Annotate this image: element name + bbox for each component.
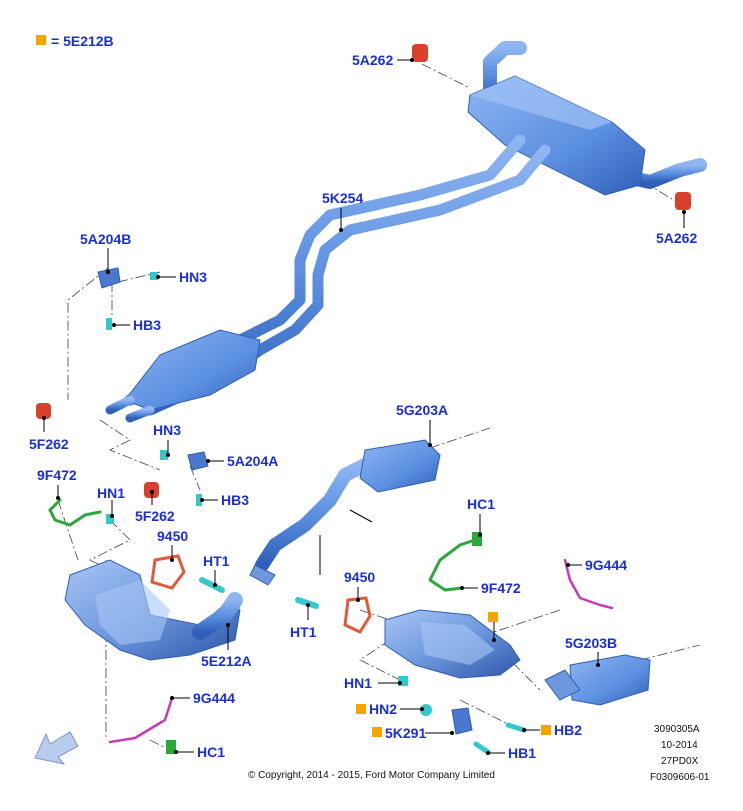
oxygen-sensor-icon (428, 538, 477, 592)
gasket-icon (343, 596, 372, 634)
legend-marker-icon (36, 35, 46, 45)
oxygen-sensor-icon (48, 498, 102, 527)
label-5G203A: 5G203A (396, 402, 448, 418)
bolt-icon (473, 741, 491, 755)
label-HB3-top: HB3 (133, 317, 161, 333)
label-5A204A: 5A204A (227, 453, 278, 469)
label-5K291: 5K291 (385, 725, 426, 741)
leader-lines (42, 58, 686, 755)
label-9450-left: 9450 (157, 528, 188, 544)
label-HC1-right: HC1 (467, 496, 495, 512)
oxygen-sensor-icon (108, 696, 174, 744)
gasket-icon (150, 554, 186, 590)
gaskets (150, 554, 372, 634)
label-9F472-left: 9F472 (37, 467, 77, 483)
rubber-hanger-icon (675, 192, 691, 210)
bolt-icon (106, 318, 112, 330)
clip-icon (166, 740, 176, 754)
illustration-code: 3090305A (654, 724, 700, 735)
label-HN1-top: HN1 (97, 485, 125, 501)
rubber-hanger-icon (36, 403, 51, 419)
legend-marker-icon (541, 725, 551, 735)
brackets (97, 267, 473, 735)
oxygen-sensor-icon (563, 558, 614, 610)
catalytic-converter-left (64, 559, 243, 661)
fasteners (106, 272, 527, 755)
bracket-icon (97, 267, 121, 289)
direction-arrow-icon (34, 731, 79, 765)
bolt-icon (196, 494, 202, 506)
legend-marker-icon (372, 727, 382, 737)
label-HC1-bottom: HC1 (197, 744, 225, 760)
legend-text: = 5E212B (51, 33, 114, 49)
illustration-ref: F0309606-01 (650, 772, 710, 783)
sensors (48, 498, 614, 744)
clip-icon (398, 676, 408, 686)
legend: = 5E212B (36, 33, 114, 49)
label-5E212A: 5E212A (201, 653, 252, 669)
label-9450-mid: 9450 (344, 569, 375, 585)
label-HB2: HB2 (554, 722, 582, 738)
label-9F472-right: 9F472 (481, 580, 521, 596)
clip-icon (150, 272, 158, 280)
front-pipe-5G203B (544, 654, 651, 706)
clip-icon (420, 704, 432, 716)
label-HB3-mid: HB3 (221, 492, 249, 508)
clip-icon (160, 450, 168, 460)
bolt-icon (505, 722, 527, 733)
label-HN1-bottom: HN1 (344, 675, 372, 691)
copyright-text: © Copyright, 2014 - 2015, Ford Motor Com… (248, 770, 495, 781)
catalytic-converter-right (384, 609, 521, 679)
rubber-hanger-icon (144, 482, 159, 498)
label-5G203B: 5G203B (565, 635, 617, 651)
callout-labels: 5A262 5A262 5K254 5A204B HN3 HB3 5F262 H… (29, 52, 697, 761)
label-5A262-right: 5A262 (656, 230, 697, 246)
label-HT1-mid: HT1 (290, 624, 317, 640)
rubber-hanger-icon (412, 44, 428, 62)
footer: © Copyright, 2014 - 2015, Ford Motor Com… (248, 724, 710, 783)
legend-markers (356, 612, 551, 737)
illustration-series: 27PD0X (661, 756, 699, 767)
clip-icon (472, 532, 482, 546)
label-5F262-mid: 5F262 (135, 508, 175, 524)
legend-marker-icon (488, 612, 498, 622)
bracket-icon (187, 451, 209, 471)
intermediate-pipe (105, 134, 551, 423)
label-5K254: 5K254 (322, 190, 363, 206)
legend-marker-icon (356, 704, 366, 714)
label-5A204B: 5A204B (80, 231, 131, 247)
bolt-icon (295, 597, 319, 609)
label-9G444-bottom: 9G444 (193, 690, 235, 706)
label-HB1: HB1 (508, 745, 536, 761)
clip-icon (106, 514, 114, 524)
label-9G444-right: 9G444 (585, 557, 627, 573)
label-HN3-mid: HN3 (153, 422, 181, 438)
bolt-icon (199, 577, 225, 593)
bracket-icon (451, 707, 473, 735)
hangers (36, 44, 691, 498)
rear-muffler (467, 41, 707, 196)
label-5A262-top: 5A262 (352, 52, 393, 68)
label-HN3-top: HN3 (179, 269, 207, 285)
label-5F262-left: 5F262 (29, 436, 69, 452)
front-pipe-5G203A (249, 439, 441, 586)
illustration-date: 10-2014 (661, 740, 698, 751)
label-HN2: HN2 (369, 701, 397, 717)
label-HT1-right: HT1 (203, 553, 230, 569)
